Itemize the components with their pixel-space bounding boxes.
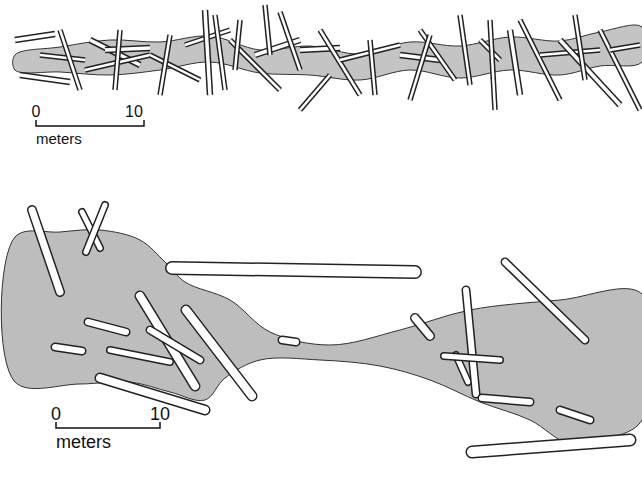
scale-bar: [36, 120, 144, 126]
scale-unit: meters: [36, 131, 82, 146]
scale-number: 10: [125, 104, 143, 120]
scale-unit: meters: [56, 433, 111, 451]
log: [32, 205, 630, 452]
scale-number: 0: [51, 405, 61, 423]
stream-channel: [1, 230, 642, 445]
scale-bar: [56, 422, 160, 428]
scale-number: 10: [150, 405, 170, 423]
scale-number: 0: [32, 104, 41, 120]
log: [15, 5, 640, 110]
